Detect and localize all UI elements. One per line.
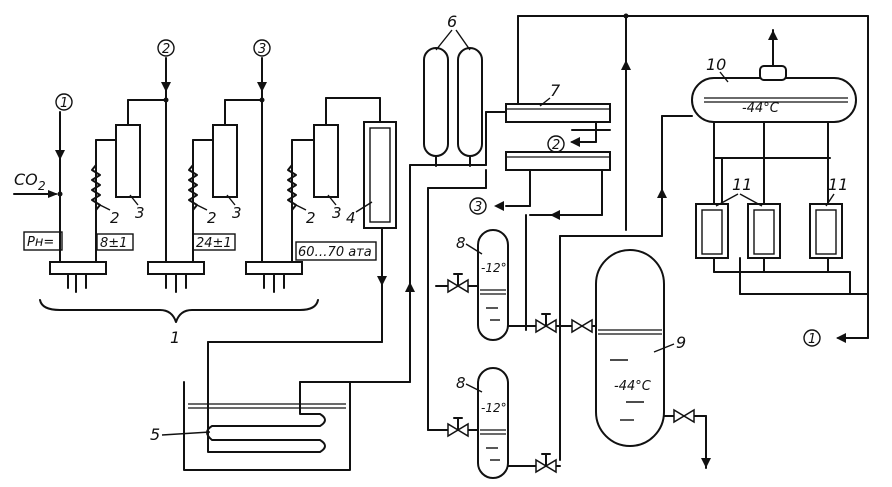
valve-transfer-1 xyxy=(535,313,557,334)
svg-text:3: 3 xyxy=(332,204,342,222)
item-11-evaporator-3 xyxy=(809,203,843,259)
svg-text:24±1: 24±1 xyxy=(196,236,232,251)
svg-text:11: 11 xyxy=(732,175,752,194)
inlet-node-1: 1 xyxy=(55,93,73,111)
svg-text:-44°C: -44°C xyxy=(614,379,652,394)
outlet-node-3: 3 xyxy=(469,197,487,215)
pressure-stage1-box: 8±1 xyxy=(96,233,134,251)
item-5-cooling-bath xyxy=(183,381,351,471)
return-node-1: 1 xyxy=(803,329,821,347)
svg-text:9: 9 xyxy=(676,333,686,352)
valve-cooler-lower xyxy=(447,417,469,438)
valve-receiver-out xyxy=(673,408,695,424)
svg-text:-12°: -12° xyxy=(481,401,507,415)
svg-text:4: 4 xyxy=(346,209,356,227)
valve-transfer-2 xyxy=(571,318,593,334)
svg-text:1: 1 xyxy=(60,96,68,111)
item-8-cooler-upper: -12° xyxy=(477,229,509,341)
svg-text:Pн=: Pн= xyxy=(27,235,54,250)
svg-text:5: 5 xyxy=(150,425,160,444)
item-11-evaporator-2 xyxy=(747,203,781,259)
pressure-label-box: Pн= xyxy=(23,231,63,251)
svg-text:-44°C: -44°C xyxy=(742,101,780,116)
svg-text:2: 2 xyxy=(207,209,217,227)
item-10-header-vessel: -44°C xyxy=(691,65,857,123)
valve-cooler-lower-out xyxy=(535,453,557,474)
svg-text:2: 2 xyxy=(552,138,560,153)
svg-text:1: 1 xyxy=(808,332,816,347)
svg-text:-12°: -12° xyxy=(481,261,507,275)
svg-text:8±1: 8±1 xyxy=(100,236,127,251)
svg-text:11: 11 xyxy=(828,175,848,194)
compressor-group-brace xyxy=(39,299,319,323)
svg-text:10: 10 xyxy=(706,55,726,74)
compressor-3 xyxy=(245,261,303,293)
valve-cooler-upper xyxy=(447,273,469,294)
svg-text:8: 8 xyxy=(456,374,466,392)
inlet-node-2: 2 xyxy=(157,39,175,57)
svg-text:2: 2 xyxy=(306,209,316,227)
svg-text:60…70 ата: 60…70 ата xyxy=(298,245,372,260)
svg-text:3: 3 xyxy=(232,204,242,222)
item-9-receiver: -44°C xyxy=(595,249,665,447)
item-7-heat-exchanger-lower xyxy=(505,151,611,171)
svg-text:CO: CO xyxy=(14,170,38,189)
svg-text:2: 2 xyxy=(38,179,46,193)
svg-text:3: 3 xyxy=(135,204,145,222)
svg-text:7: 7 xyxy=(550,81,561,100)
pressure-stage3-box: 60…70 ата xyxy=(295,241,377,261)
co2-inlet: CO 2 xyxy=(13,170,58,198)
item-4-adsorber xyxy=(363,121,397,229)
item-7-heat-exchanger-upper xyxy=(505,103,611,123)
stage1-separator xyxy=(115,124,141,198)
svg-text:2: 2 xyxy=(110,209,120,227)
pressure-stage2-box: 24±1 xyxy=(192,233,236,251)
stage1-coil xyxy=(91,164,101,211)
svg-text:2: 2 xyxy=(162,42,170,57)
item-6-twin-columns xyxy=(423,47,483,167)
item-11-evaporator-1 xyxy=(695,203,729,259)
inlet-node-3: 3 xyxy=(253,39,271,57)
compressor-1 xyxy=(49,261,107,293)
svg-text:3: 3 xyxy=(474,200,482,215)
svg-text:3: 3 xyxy=(258,42,266,57)
stage3-separator xyxy=(313,124,339,198)
stage2-separator xyxy=(212,124,238,198)
svg-text:1: 1 xyxy=(170,328,180,347)
outlet-node-2: 2 xyxy=(547,135,565,153)
svg-text:8: 8 xyxy=(456,234,466,252)
compressor-2 xyxy=(147,261,205,293)
item-8-cooler-lower: -12° xyxy=(477,367,509,479)
svg-text:6: 6 xyxy=(447,12,457,31)
